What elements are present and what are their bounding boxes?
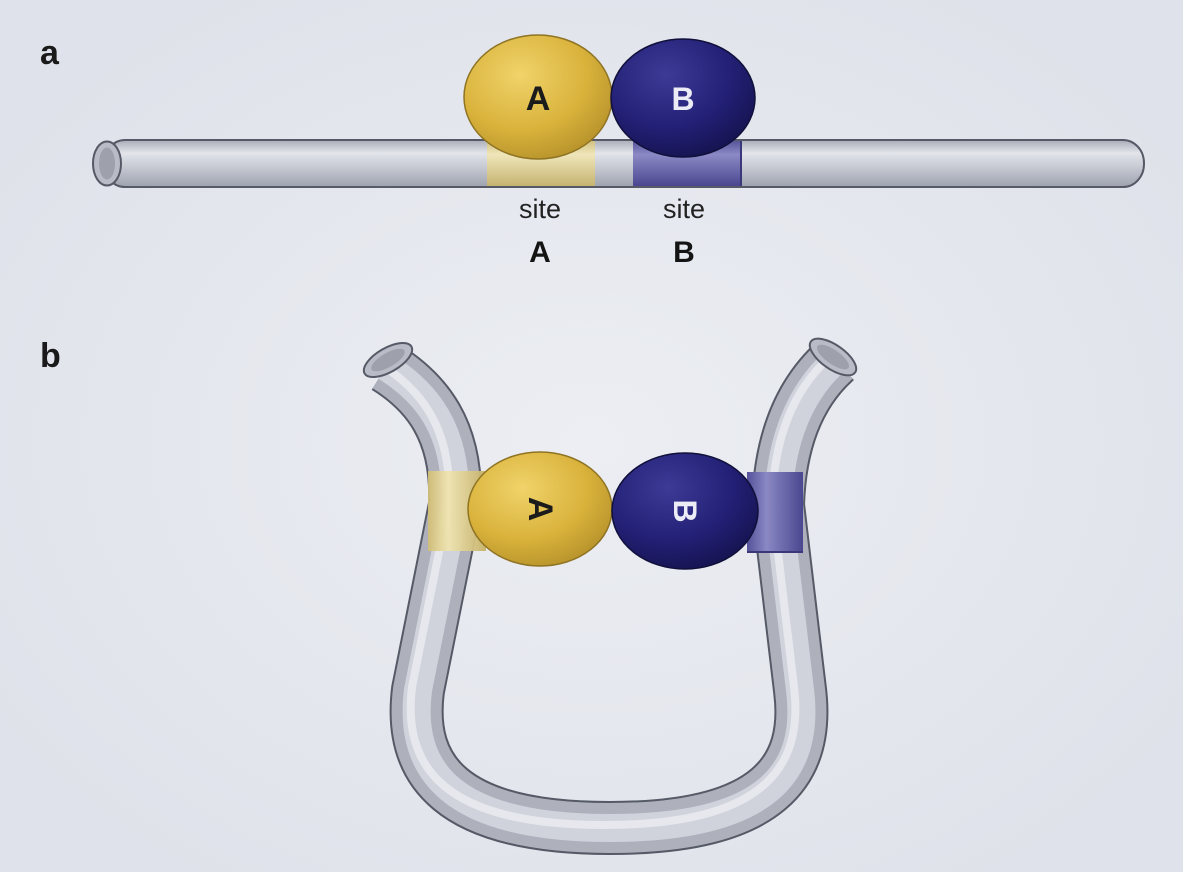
- protein-b: B: [611, 39, 755, 157]
- panel-b-label: b: [40, 337, 61, 375]
- protein-a: A: [464, 35, 612, 159]
- site-b-letter: B: [673, 236, 695, 269]
- site-a-word: site: [519, 194, 561, 224]
- protein-a-label: A: [526, 80, 551, 118]
- white-bottom-border: [0, 872, 1183, 886]
- looped-protein-b-label: B: [667, 499, 703, 522]
- looped-protein-b: B: [612, 453, 758, 569]
- site-a-letter: A: [529, 236, 551, 269]
- site-b-word: site: [663, 194, 705, 224]
- panel-a-label: a: [40, 34, 60, 72]
- looped-protein-a-label: A: [521, 497, 559, 522]
- protein-b-label: B: [671, 81, 694, 117]
- looped-protein-a: A: [468, 452, 612, 566]
- linear-dna-tube: [93, 140, 1144, 187]
